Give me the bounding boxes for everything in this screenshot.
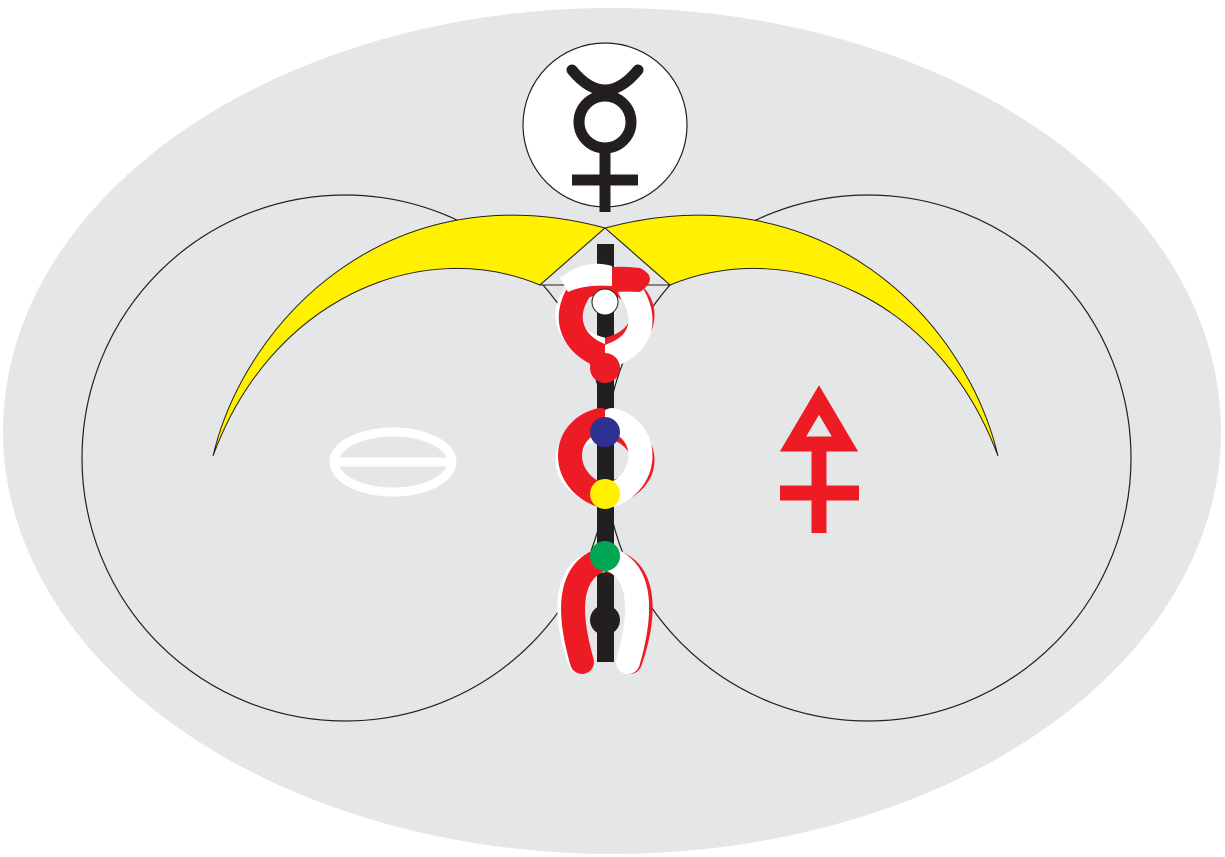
- red-bead: [590, 353, 620, 383]
- black-bead: [590, 605, 620, 635]
- white-bead: [592, 289, 618, 315]
- green-bead: [590, 541, 620, 571]
- blue-bead: [590, 417, 620, 447]
- yellow-bead: [590, 479, 620, 509]
